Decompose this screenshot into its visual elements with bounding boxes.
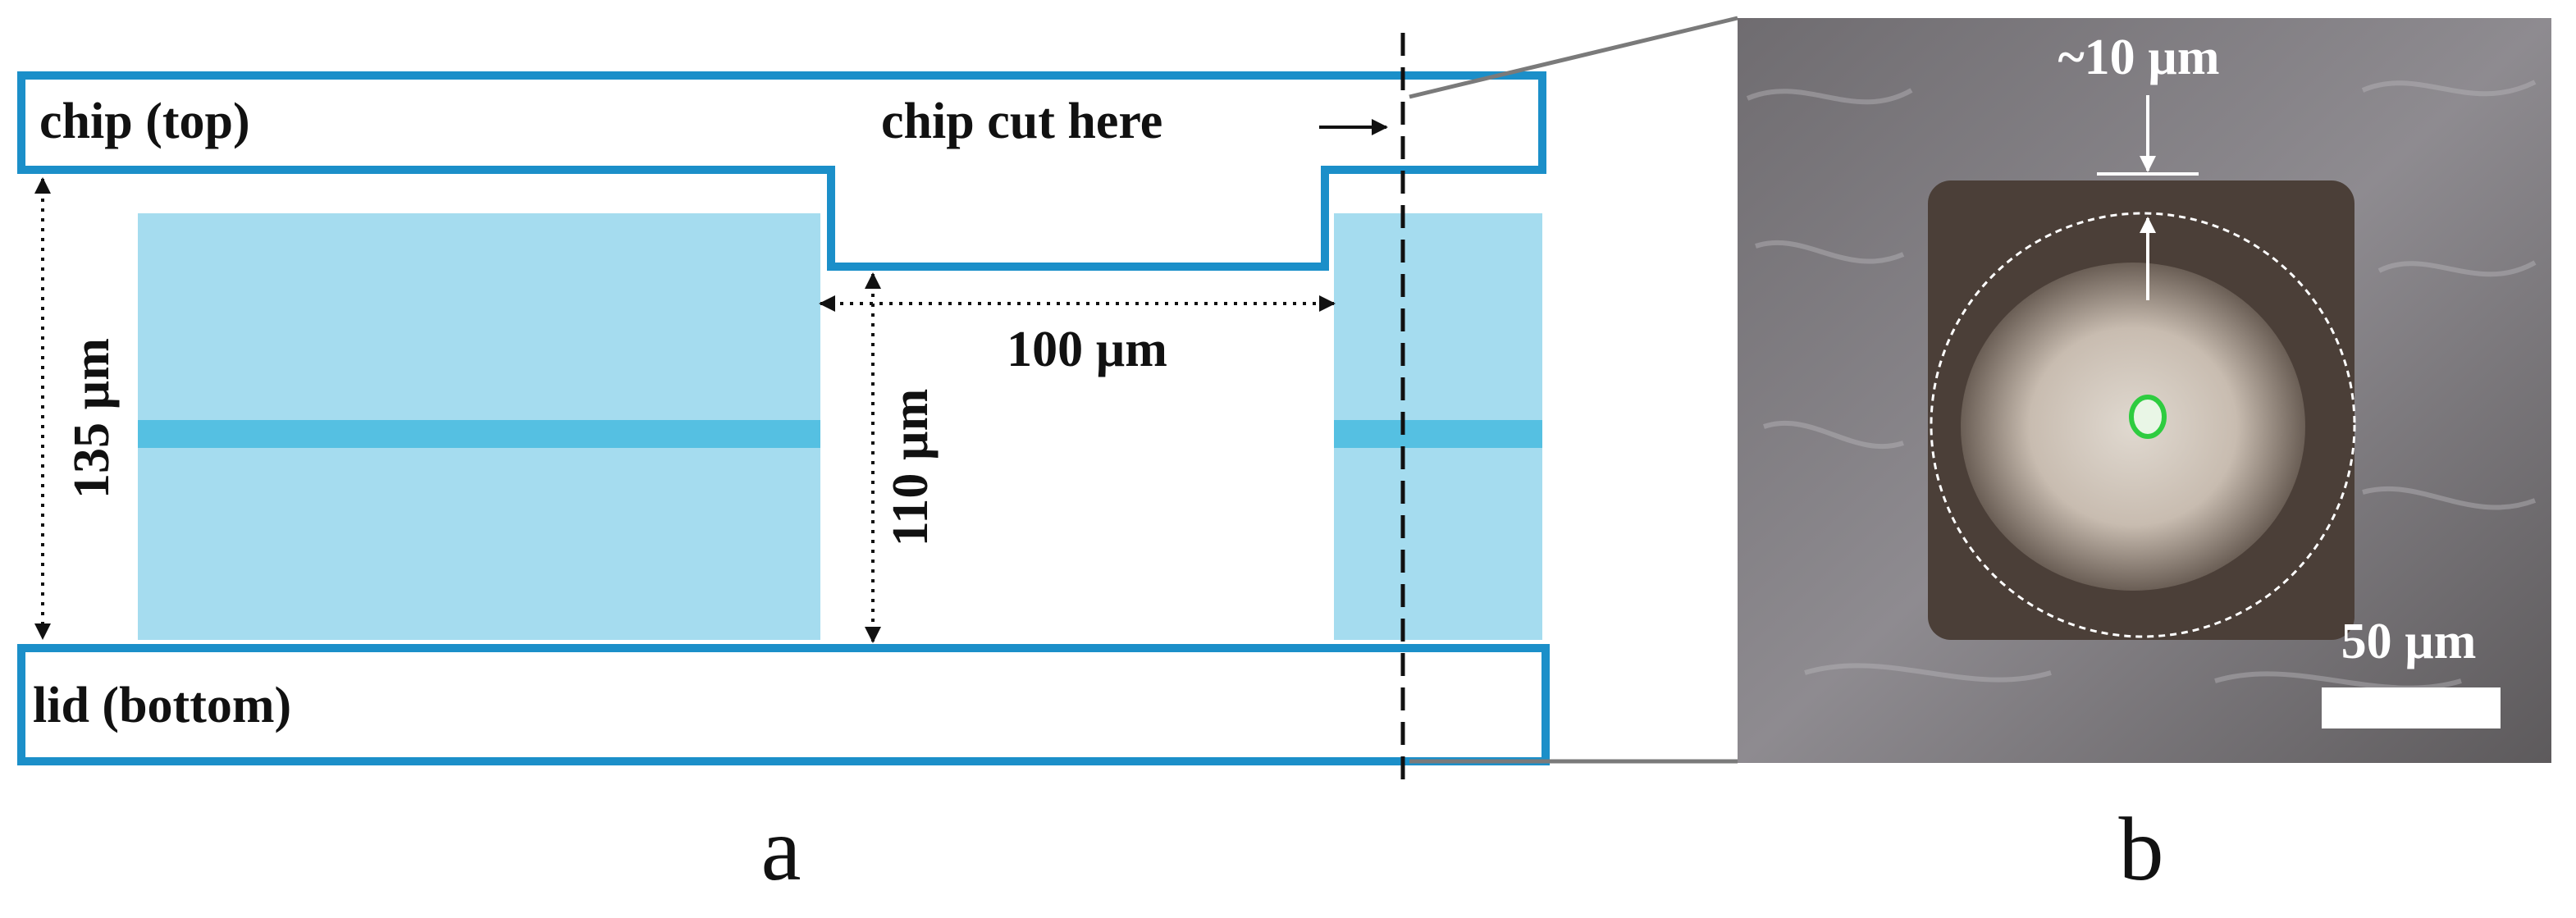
waveguide-core-left — [138, 420, 820, 448]
scale-bar-label: 50 µm — [2341, 614, 2477, 669]
fiber-outline-circle — [1930, 212, 2356, 638]
micrograph-texture — [1746, 80, 2537, 691]
chip-label: chip (top) — [39, 94, 250, 149]
gap-label: ~10 µm — [2058, 30, 2219, 85]
lid-outline — [17, 644, 1550, 765]
zoom-connector-top — [1409, 16, 1738, 99]
height-dimension-label: 135 µm — [64, 338, 120, 499]
panel-a-diagram: chip (top) lid (bottom) chip cut here 13… — [17, 16, 1738, 899]
panel-b-label: b — [2119, 799, 2164, 899]
lid-label: lid (bottom) — [33, 678, 291, 733]
panel-a-label: a — [761, 799, 802, 899]
fluorescent-particle — [2129, 395, 2167, 439]
cut-label: chip cut here — [881, 94, 1162, 149]
scale-bar — [2322, 687, 2501, 728]
panel-b-micrograph: ~10 µm 50 µm b — [1738, 18, 2551, 899]
chip-outline — [17, 71, 1546, 271]
width-dimension-label: 100 µm — [1007, 322, 1167, 377]
depth-dimension-label: 110 µm — [883, 389, 939, 546]
waveguide-core-right — [1334, 420, 1542, 448]
